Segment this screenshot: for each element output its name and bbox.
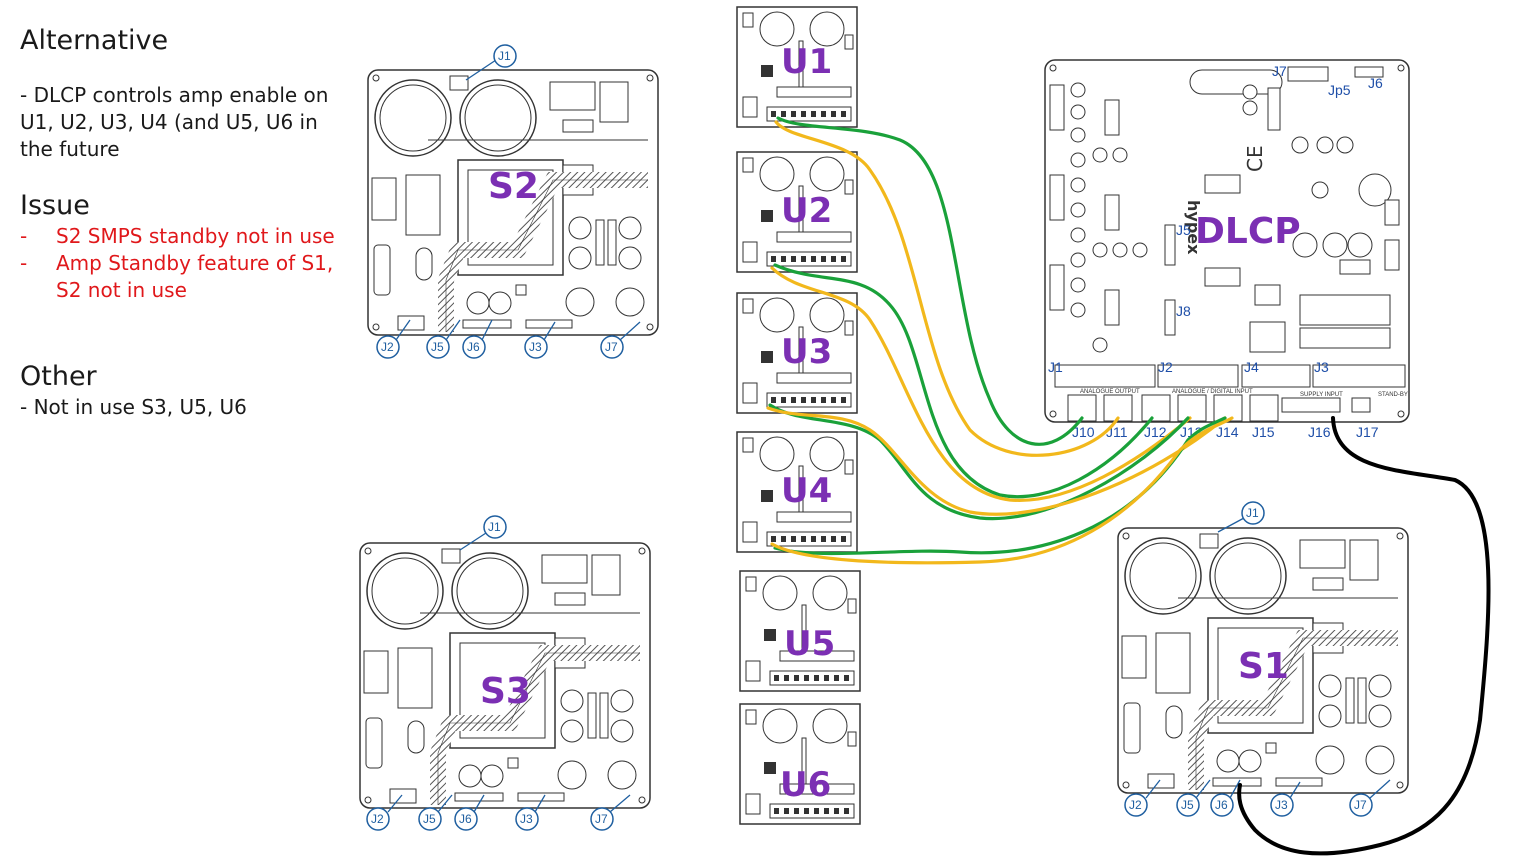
board-label-dlcp: DLCP [1195,211,1301,252]
dlcp-j15: J15 [1252,424,1275,440]
amp-module-u5: U5 [739,570,861,692]
smps-board-s2: S2 [368,70,658,335]
smps-board-s1: S1 [1118,528,1408,793]
callout-s1-j7: J7 [1354,798,1367,812]
issue-dash-2: - [20,251,28,275]
dlcp-j14: J14 [1216,424,1239,440]
board-label-s2: S2 [488,166,539,207]
amp-module-u3: U3 [736,292,858,414]
amp-module-u2: U2 [736,151,858,273]
callout-j5: J5 [431,340,444,354]
dlcp-j16: J16 [1308,424,1331,440]
dlcp-j17: J17 [1356,424,1379,440]
alternative-heading: Alternative [20,25,169,56]
wire-u3-green [768,403,1190,521]
callout-s3-j6: J6 [459,812,472,826]
issue-item-2: - Amp Standby feature of S1, S2 not in u… [20,250,350,304]
dlcp-supply-input: SUPPLY INPUT [1300,392,1343,398]
wire-u1-green [776,116,1084,446]
callout-s3-j2: J2 [371,812,384,826]
board-label-u6: U6 [780,765,831,805]
callouts-s3: J1 J2 J5 J6 J3 J7 [366,515,631,831]
other-text: - Not in use S3, U5, U6 [20,395,247,419]
dlcp-j8: J8 [1176,303,1191,319]
board-label-u5: U5 [784,624,835,664]
issue-text-1: S2 SMPS standby not in use [56,224,335,248]
other-heading: Other [20,361,97,392]
dlcp-j5: J5 [1176,222,1191,238]
dlcp-board: ANALOGUE OUTPUT ANALOGUE / DIGITAL INPUT… [1044,59,1410,440]
dlcp-standby: STAND-BY [1378,392,1408,398]
wire-j16-s1-black [1237,416,1491,856]
dlcp-j10: J10 [1072,424,1095,440]
callout-s1-j1: J1 [1246,506,1259,520]
callout-j2: J2 [381,340,394,354]
callout-s1-j6: J6 [1215,798,1228,812]
board-label-s1: S1 [1238,646,1289,687]
callout-s3-j5: J5 [423,812,436,826]
wire-u2-green [773,263,1154,499]
dlcp-j7: J7 [1272,63,1287,79]
callout-j7: J7 [605,340,618,354]
board-label-u3: U3 [781,332,832,372]
board-label-u4: U4 [781,471,832,511]
callout-s1-j3: J3 [1275,798,1288,812]
dlcp-jp5: Jp5 [1328,82,1351,98]
wire-u1-yellow [774,120,1120,457]
dlcp-analogue-digital-input: ANALOGUE / DIGITAL INPUT [1172,389,1253,395]
dlcp-j3: J3 [1314,359,1329,375]
callouts-s1: J1 J2 J5 J6 J3 J7 [1124,501,1391,817]
callouts-s2: J1 J2 J5 J6 J3 J7 [376,44,641,359]
smps-board-s3: S3 [360,543,650,808]
alternative-text: - DLCP controls amp enable on U1, U2, U3… [20,83,329,161]
wires [766,116,1491,856]
issue-dash-1: - [20,224,28,248]
dlcp-j1: J1 [1048,359,1063,375]
callout-j6: J6 [467,340,480,354]
dlcp-analogue-output: ANALOGUE OUTPUT [1080,389,1140,395]
wire-u2-yellow [770,266,1192,502]
amp-module-u6: U6 [739,703,861,825]
board-label-u1: U1 [781,42,832,82]
callout-j1: J1 [498,49,511,63]
issue-heading: Issue [20,190,90,221]
board-label-s3: S3 [480,671,531,712]
callout-s1-j5: J5 [1181,798,1194,812]
wire-u3-yellow [766,406,1227,516]
dlcp-j2: J2 [1158,359,1173,375]
notes-panel: Alternative - DLCP controls amp enable o… [20,24,350,421]
callout-s3-j1: J1 [488,520,501,534]
dlcp-j6: J6 [1368,75,1383,91]
callout-s3-j3: J3 [520,812,533,826]
wire-u4-yellow [770,416,1234,565]
dlcp-ce-mark: CE [1243,145,1267,172]
wire-u4-green [773,416,1227,556]
issue-item-1: - S2 SMPS standby not in use [20,223,350,250]
callout-s1-j2: J2 [1129,798,1142,812]
dlcp-j4: J4 [1244,359,1259,375]
amp-module-u1: U1 [736,6,858,128]
amp-module-u4: U4 [736,431,858,553]
callout-j3: J3 [529,340,542,354]
board-label-u2: U2 [781,191,832,231]
callout-s3-j7: J7 [595,812,608,826]
issue-text-2: Amp Standby feature of S1, S2 not in use [56,251,334,302]
dlcp-j12: J12 [1144,424,1167,440]
dlcp-brand: hypex [1184,200,1203,255]
